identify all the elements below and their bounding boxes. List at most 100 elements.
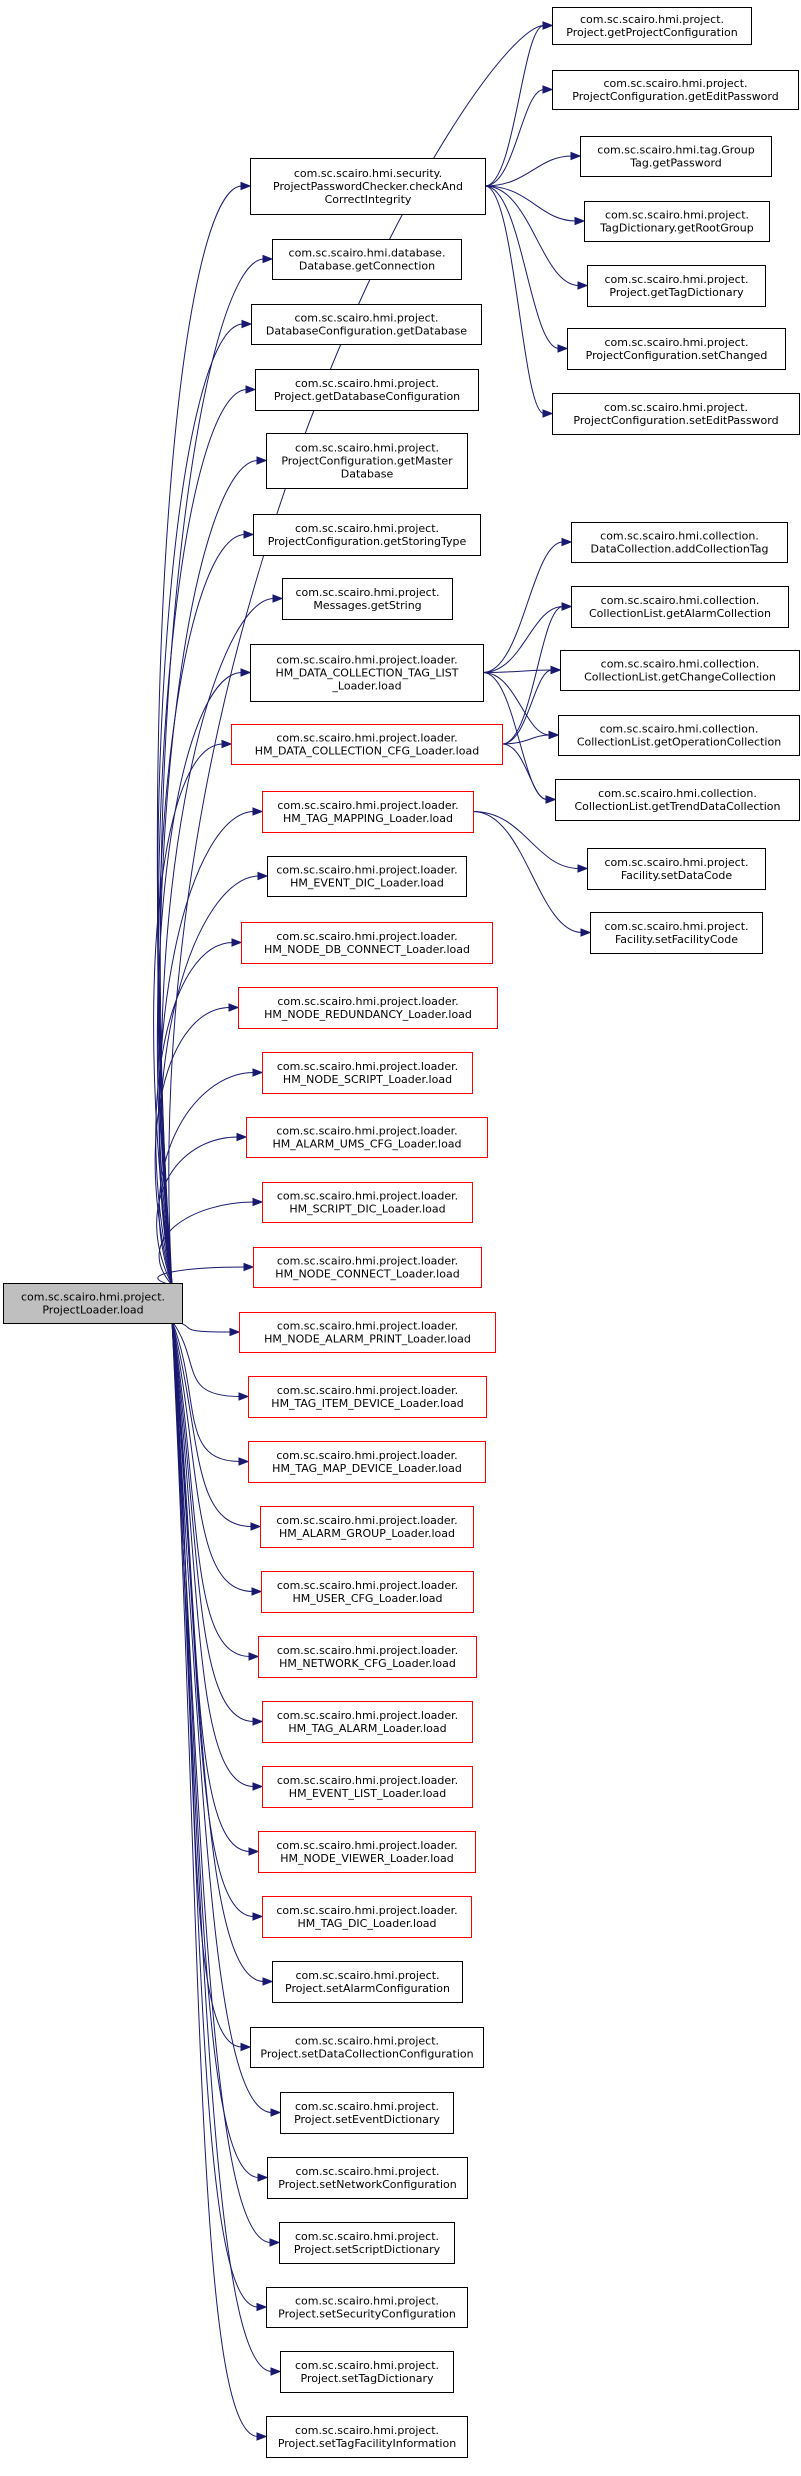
arrowhead	[231, 938, 243, 947]
node-label-line: com.sc.scairo.hmi.project.	[295, 2165, 439, 2178]
node-messages-getstring[interactable]: com.sc.scairo.hmi.project.Messages.getSt…	[282, 578, 453, 620]
node-dbconf-getdb[interactable]: com.sc.scairo.hmi.project.DatabaseConfig…	[251, 304, 482, 345]
node-label-line: Project.setTagDictionary	[301, 2372, 434, 2385]
node-pc-geteditpwd[interactable]: com.sc.scairo.hmi.project.ProjectConfigu…	[552, 70, 799, 110]
node-proj-settagdict[interactable]: com.sc.scairo.hmi.project.Project.setTag…	[280, 2351, 454, 2393]
node-loader-usercfg[interactable]: com.sc.scairo.hmi.project.loader.HM_USER…	[261, 1571, 474, 1613]
node-label-line: Project.setTagFacilityInformation	[278, 2437, 456, 2450]
node-cl-gettrend[interactable]: com.sc.scairo.hmi.collection.CollectionL…	[555, 779, 800, 821]
node-group-getpwd[interactable]: com.sc.scairo.hmi.tag.GroupTag.getPasswo…	[580, 136, 772, 177]
node-loader-tagitemdevice[interactable]: com.sc.scairo.hmi.project.loader.HM_TAG_…	[248, 1376, 487, 1418]
node-loader-eventlist[interactable]: com.sc.scairo.hmi.project.loader.HM_EVEN…	[262, 1766, 473, 1808]
node-loader-eventdic[interactable]: com.sc.scairo.hmi.project.loader.HM_EVEN…	[267, 856, 467, 897]
node-loader-nodealarmprint[interactable]: com.sc.scairo.hmi.project.loader.HM_NODE…	[239, 1312, 496, 1353]
node-box	[241, 922, 493, 964]
node-pc-getstoringtype[interactable]: com.sc.scairo.hmi.project.ProjectConfigu…	[253, 514, 481, 556]
node-cl-getchange[interactable]: com.sc.scairo.hmi.collection.CollectionL…	[560, 650, 800, 691]
node-cl-getalarm[interactable]: com.sc.scairo.hmi.collection.CollectionL…	[571, 586, 789, 628]
node-pc-setchanged[interactable]: com.sc.scairo.hmi.project.ProjectConfigu…	[567, 328, 786, 370]
node-loader-nodeconnect[interactable]: com.sc.scairo.hmi.project.loader.HM_NODE…	[253, 1247, 482, 1288]
edge	[472, 811, 589, 873]
node-proj-gettagdict[interactable]: com.sc.scairo.hmi.project.Project.getTag…	[587, 265, 766, 307]
arrowhead	[243, 530, 255, 539]
node-label-line: HM_NODE_SCRIPT_Loader.load	[283, 1073, 452, 1086]
node-dc-addtag[interactable]: com.sc.scairo.hmi.collection.DataCollect…	[571, 522, 788, 563]
node-cl-getoperation[interactable]: com.sc.scairo.hmi.collection.CollectionL…	[558, 715, 800, 756]
node-loader-networkcfg[interactable]: com.sc.scairo.hmi.project.loader.HM_NETW…	[258, 1636, 477, 1678]
edge-line	[501, 734, 551, 745]
edge-line	[484, 155, 573, 187]
node-proj-getdbconf[interactable]: com.sc.scairo.hmi.project.Project.getDat…	[255, 369, 479, 411]
node-proj-getprojconf[interactable]: com.sc.scairo.hmi.project.Project.getPro…	[552, 7, 752, 45]
arrowhead	[542, 21, 554, 30]
node-checker[interactable]: com.sc.scairo.hmi.security.ProjectPasswo…	[250, 158, 486, 215]
node-proj-settagfacinfo[interactable]: com.sc.scairo.hmi.project.Project.setTag…	[266, 2416, 468, 2458]
node-proj-setdcconf[interactable]: com.sc.scairo.hmi.project.Project.setDat…	[250, 2027, 484, 2068]
node-label-line: Database.getConnection	[299, 260, 435, 273]
node-label-line: ProjectConfiguration.getStoringType	[268, 535, 467, 548]
edge	[484, 21, 554, 187]
node-label-line: DatabaseConfiguration.getDatabase	[266, 325, 467, 338]
edge	[484, 185, 569, 353]
node-pc-getmasterdb[interactable]: com.sc.scairo.hmi.project.ProjectConfigu…	[266, 433, 468, 489]
edge	[484, 185, 589, 290]
node-loader-dctaglist[interactable]: com.sc.scairo.hmi.project.loader.HM_DATA…	[250, 644, 484, 702]
node-label-line: com.sc.scairo.hmi.project.loader.	[277, 1320, 458, 1333]
edge-line	[482, 606, 564, 673]
node-loader-tagalarm[interactable]: com.sc.scairo.hmi.project.loader.HM_TAG_…	[262, 1701, 473, 1743]
node-label-line: com.sc.scairo.hmi.project.	[580, 13, 724, 26]
edge-line	[171, 1320, 254, 1592]
node-loader-nodescript[interactable]: com.sc.scairo.hmi.project.loader.HM_NODE…	[262, 1052, 473, 1094]
node-proj-seteventdict[interactable]: com.sc.scairo.hmi.project.Project.setEve…	[280, 2092, 454, 2134]
node-loader-noderedund[interactable]: com.sc.scairo.hmi.project.loader.HM_NODE…	[238, 987, 498, 1029]
node-label-line: Project.setDataCollectionConfiguration	[260, 2048, 473, 2061]
node-pc-seteditpwd[interactable]: com.sc.scairo.hmi.project.ProjectConfigu…	[552, 393, 800, 435]
node-root[interactable]: com.sc.scairo.hmi.project.ProjectLoader.…	[3, 1283, 183, 1324]
node-box	[248, 1441, 486, 1483]
arrowhead	[574, 216, 586, 226]
arrowhead	[243, 1262, 255, 1272]
node-label-line: com.sc.scairo.hmi.project.	[604, 336, 748, 349]
node-proj-setalarmconf[interactable]: com.sc.scairo.hmi.project.Project.setAla…	[272, 1961, 463, 2003]
node-loader-dccfg[interactable]: com.sc.scairo.hmi.project.loader.HM_DATA…	[231, 724, 503, 765]
arrowhead	[221, 739, 233, 749]
node-box	[258, 1831, 476, 1873]
edge	[501, 602, 573, 745]
node-label-line: com.sc.scairo.hmi.project.	[295, 1969, 439, 1982]
node-loader-nodedb[interactable]: com.sc.scairo.hmi.project.loader.HM_NODE…	[241, 922, 493, 964]
node-loader-nodeviewer[interactable]: com.sc.scairo.hmi.project.loader.HM_NODE…	[258, 1831, 476, 1873]
edge-line	[157, 389, 248, 1286]
node-label-line: com.sc.scairo.hmi.project.	[295, 2359, 439, 2372]
node-fac-setdatacode[interactable]: com.sc.scairo.hmi.project.Facility.setDa…	[587, 848, 766, 890]
node-loader-tagmapdevice[interactable]: com.sc.scairo.hmi.project.loader.HM_TAG_…	[248, 1441, 486, 1483]
node-proj-setsecconf[interactable]: com.sc.scairo.hmi.project.Project.setSec…	[266, 2287, 468, 2328]
node-loader-alarmgroup[interactable]: com.sc.scairo.hmi.project.loader.HM_ALAR…	[260, 1506, 474, 1548]
node-label-line: HM_NODE_VIEWER_Loader.load	[280, 1852, 453, 1865]
node-proj-setnetconf[interactable]: com.sc.scairo.hmi.project.Project.setNet…	[267, 2157, 468, 2199]
node-box	[567, 328, 786, 370]
node-label-line: com.sc.scairo.hmi.collection.	[600, 530, 759, 543]
edge	[171, 1320, 260, 1856]
node-tagdict-getroot[interactable]: com.sc.scairo.hmi.project.TagDictionary.…	[584, 201, 770, 242]
node-box	[262, 1896, 472, 1938]
node-label-line: com.sc.scairo.hmi.project.loader.	[277, 1644, 458, 1657]
arrowhead	[272, 594, 284, 603]
edge	[484, 151, 582, 187]
node-proj-setscriptdict[interactable]: com.sc.scairo.hmi.project.Project.setScr…	[279, 2222, 455, 2264]
node-label-line: com.sc.scairo.hmi.project.loader.	[277, 1579, 458, 1592]
node-box	[279, 2222, 455, 2264]
node-label-line: HM_NODE_DB_CONNECT_Loader.load	[264, 943, 470, 956]
node-box	[266, 2287, 468, 2328]
node-label-line: com.sc.scairo.hmi.project.	[604, 920, 748, 933]
node-db-getconn[interactable]: com.sc.scairo.hmi.database.Database.getC…	[272, 239, 462, 280]
node-label-line: ProjectConfiguration.getEditPassword	[572, 90, 778, 103]
node-loader-scriptdic[interactable]: com.sc.scairo.hmi.project.loader.HM_SCRI…	[262, 1182, 473, 1223]
arrowhead	[570, 151, 582, 161]
node-loader-alarmums[interactable]: com.sc.scairo.hmi.project.loader.HM_ALAR…	[246, 1117, 488, 1158]
edge	[157, 385, 257, 1286]
node-label-line: HM_NODE_CONNECT_Loader.load	[275, 1268, 459, 1281]
node-label-line: com.sc.scairo.hmi.project.loader.	[277, 1060, 458, 1073]
node-loader-tagdic[interactable]: com.sc.scairo.hmi.project.loader.HM_TAG_…	[262, 1896, 472, 1938]
node-loader-tagmapping[interactable]: com.sc.scairo.hmi.project.loader.HM_TAG_…	[262, 791, 474, 833]
node-fac-setfaccode[interactable]: com.sc.scairo.hmi.project.Facility.setFa…	[590, 912, 763, 954]
